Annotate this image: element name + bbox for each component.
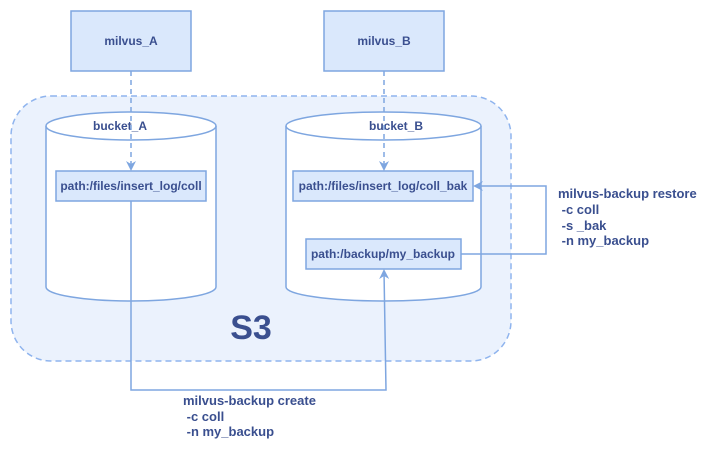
restore-backup-arrow — [461, 181, 547, 255]
path-b-backup-box — [305, 238, 462, 270]
bucket-b-label: bucket_B — [369, 119, 423, 133]
path-a-coll-label: path:/files/insert_log/coll — [60, 179, 201, 193]
create-command-arg: -n my_backup — [183, 424, 274, 439]
path-b-coll-bak-label: path:/files/insert_log/coll_bak — [299, 179, 468, 193]
restore-command-arg: -s _bak — [558, 218, 607, 233]
milvus-a-label: milvus_A — [104, 34, 158, 48]
restore-command-arg: -c coll — [558, 202, 599, 217]
path-b-coll-bak-box — [292, 170, 474, 202]
create-command-text: milvus-backup create -c coll -n my_backu… — [183, 393, 316, 439]
path-a-coll-box — [55, 170, 207, 202]
path-b-backup-label: path:/backup/my_backup — [311, 247, 455, 261]
milvus-b-label: milvus_B — [357, 34, 411, 48]
create-command-title: milvus-backup create — [183, 393, 316, 408]
restore-command-arg: -n my_backup — [558, 233, 649, 248]
restore-command-title: milvus-backup restore — [558, 186, 697, 201]
s3-label: S3 — [230, 309, 272, 347]
restore-command-text: milvus-backup restore -c coll -s _bak -n… — [558, 186, 697, 248]
milvus-b-node — [323, 10, 445, 72]
milvus-a-node — [70, 10, 192, 72]
create-backup-arrow — [130, 201, 390, 391]
create-command-arg: -c coll — [183, 409, 224, 424]
bucket-a-label: bucket_A — [93, 119, 147, 133]
